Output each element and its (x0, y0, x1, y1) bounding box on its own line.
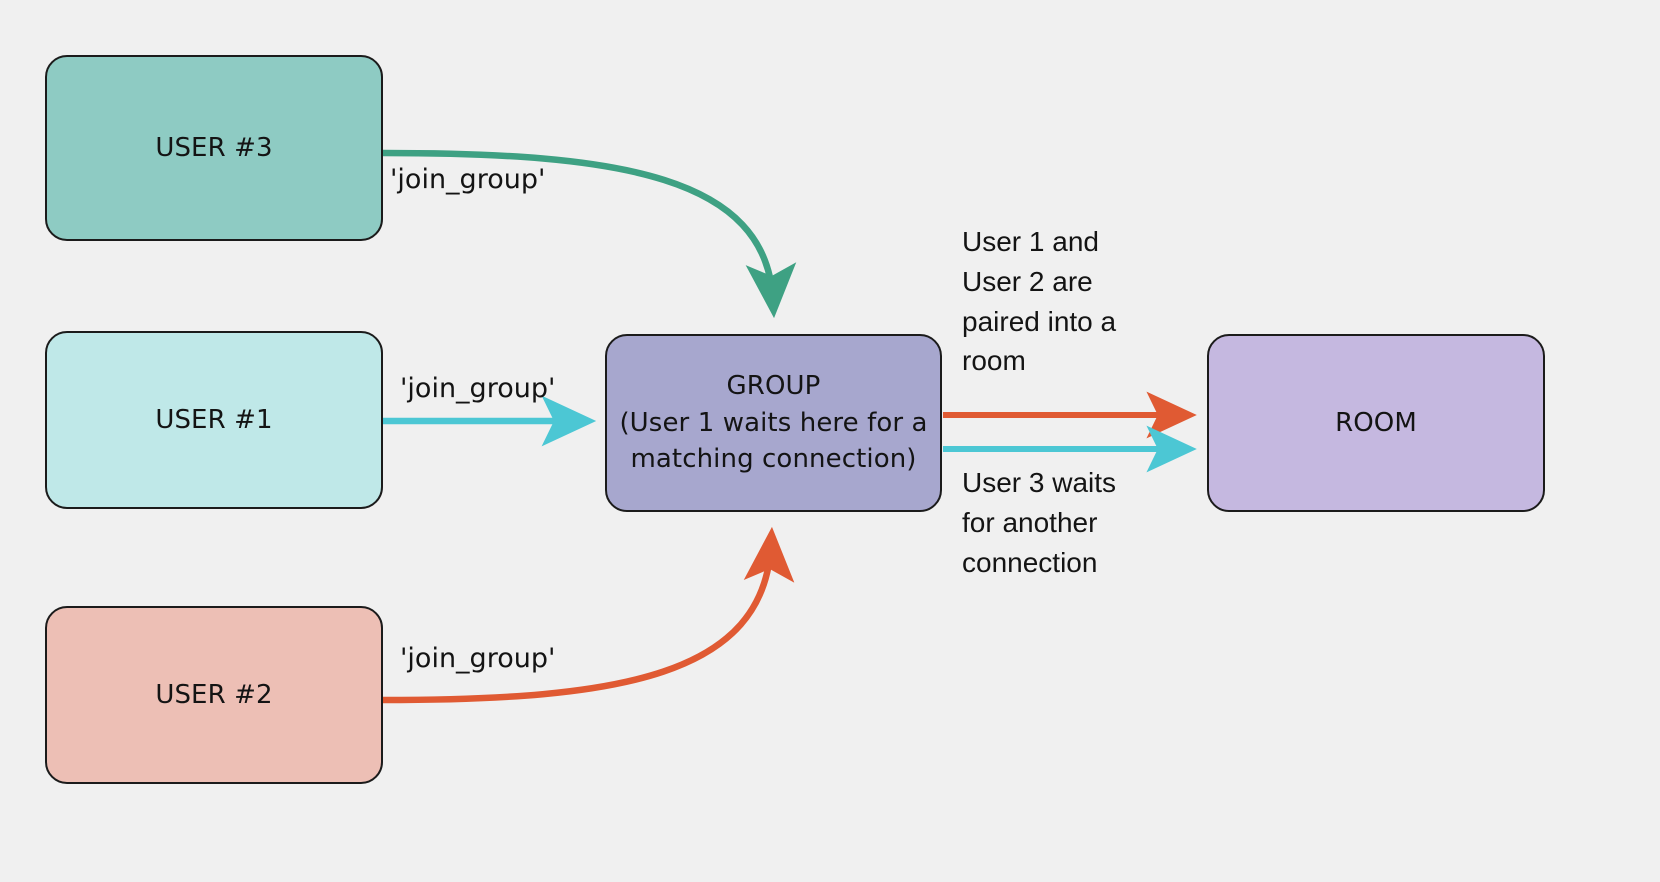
node-room-label: ROOM (1335, 407, 1417, 438)
edge-label-user3-group: 'join_group' (390, 164, 546, 195)
edge-user3-group (382, 149, 797, 319)
edge-label-user1-group: 'join_group' (400, 373, 556, 404)
edge-user2-group (382, 526, 795, 704)
node-user1-label: USER #1 (155, 404, 273, 435)
node-user1[interactable]: USER #1 (45, 331, 383, 509)
annotation-paired-into-room: User 1 and User 2 are paired into a room (962, 226, 1117, 377)
annotation-user3-waits: User 3 waits for another connection (962, 467, 1117, 578)
node-user2-label: USER #2 (155, 679, 273, 710)
node-user3[interactable]: USER #3 (45, 55, 383, 241)
edge-label-user2-group: 'join_group' (400, 643, 556, 674)
node-group[interactable]: GROUP (User 1 waits here for a matching … (605, 334, 942, 512)
node-user3-label: USER #3 (155, 132, 273, 163)
node-room[interactable]: ROOM (1207, 334, 1545, 512)
node-group-label: GROUP (User 1 waits here for a matching … (619, 370, 928, 475)
node-user2[interactable]: USER #2 (45, 606, 383, 784)
